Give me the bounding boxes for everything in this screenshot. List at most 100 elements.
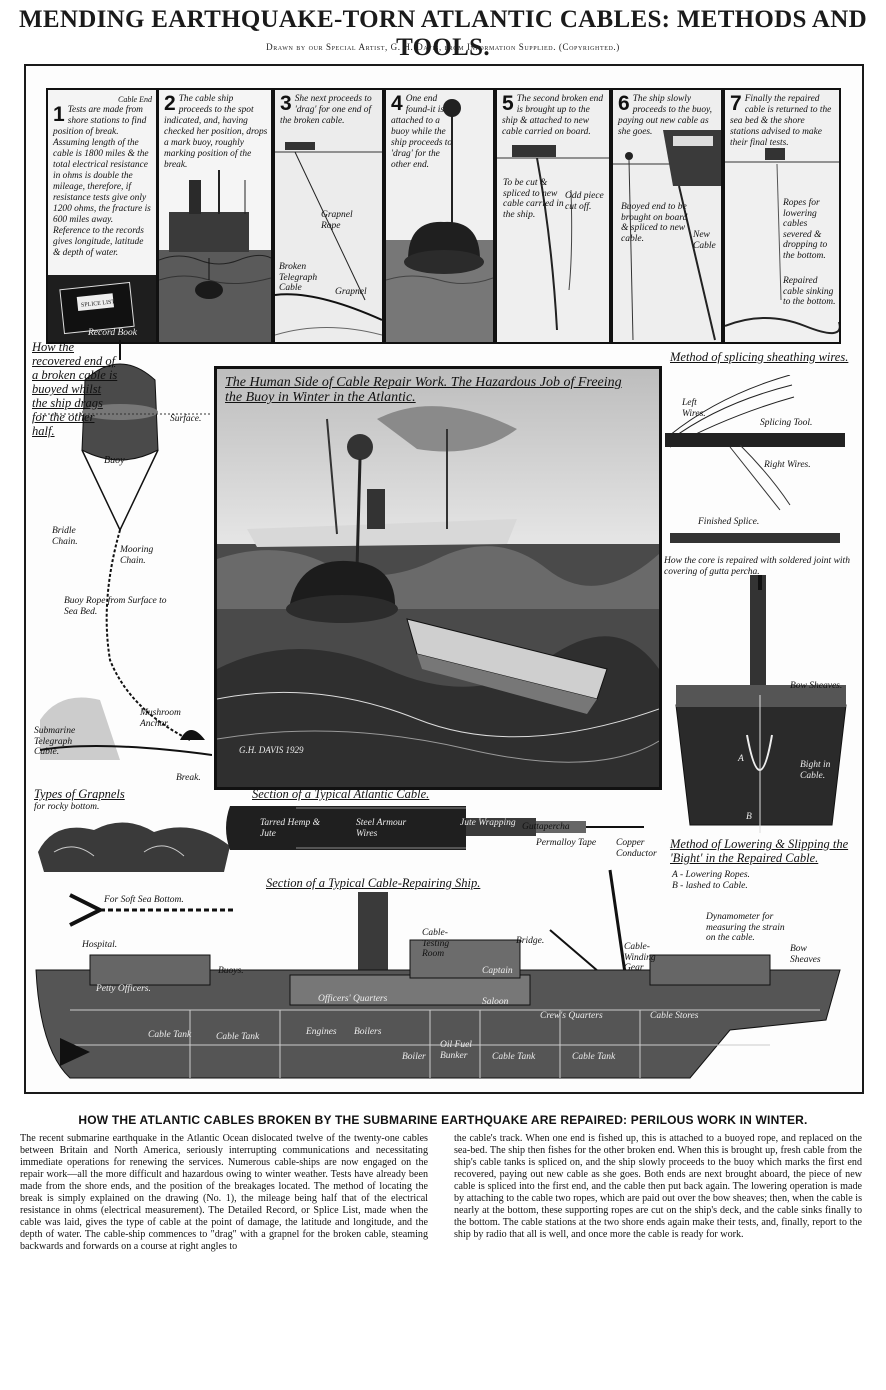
cable-tank-fore-label: Cable Tank [148, 1030, 192, 1040]
saloon-label: Saloon [482, 997, 509, 1007]
cable-section-heading: Section of a Typical Atlantic Cable. [252, 787, 430, 801]
cable-cross-section-drawing [226, 806, 644, 850]
ship-bow-diagram [675, 575, 847, 833]
step-panel-7: 7 Finally the repaired cable is returned… [723, 88, 841, 344]
copper-conductor-label: Copper Conductor [616, 838, 657, 859]
ropes-lowering-label: Ropes for lowering cables severed & drop… [783, 198, 828, 261]
engines-label: Engines [306, 1027, 337, 1037]
bow-sheaves-label: Bow Sheaves. [790, 681, 843, 691]
cable-tank-3-label: Cable Tank [492, 1052, 536, 1062]
bow-sheaves-ship-label: Bow Sheaves [790, 944, 821, 965]
right-wires-label: Right Wires. [764, 460, 811, 470]
soft-bottom-label: For Soft Sea Bottom. [104, 895, 184, 905]
splicing-tool-label: Splicing Tool. [760, 418, 813, 428]
petty-officers-label: Petty Officers. [96, 984, 151, 994]
lowering-ropes-legend: A - Lowering Ropes. [672, 870, 750, 880]
step-panel-5: 5 The second broken end is brought up to… [495, 88, 611, 344]
bight-label: Bight in Cable. [800, 760, 831, 781]
center-caption: The Human Side of Cable Repair Work. The… [225, 375, 622, 405]
page-title: MENDING EARTHQUAKE-TORN ATLANTIC CABLES:… [19, 6, 867, 61]
lashed-legend: B - lashed to Cable. [672, 881, 748, 891]
grapnels-subheading: for rocky bottom. [34, 802, 100, 812]
buoyed-end-heading: How the recovered end of a broken cable … [32, 340, 118, 438]
dragging-grapnel-illustration [275, 90, 382, 342]
splicing-heading: Method of splicing sheathing wires. [670, 350, 849, 364]
hemp-jute-label: Tarred Hemp & Jute [260, 818, 320, 839]
artist-signature: G.H. DAVIS 1929 [239, 745, 304, 755]
step-panel-4: 4 One end found-it is attached to a buoy… [384, 88, 495, 344]
left-wires-label: Left Wires. [682, 398, 706, 419]
buoy-label: Buoy [104, 455, 125, 466]
finished-splice-label: Finished Splice. [698, 517, 760, 527]
panel-4-text: One end found-it is attached to a buoy w… [391, 94, 453, 170]
rocky-grapnels-drawing [38, 822, 230, 872]
lowering-heading: Method of Lowering & Slipping the 'Bight… [670, 837, 849, 865]
step-panel-6: 6 The ship slowly proceeds to the buoy, … [611, 88, 723, 344]
cable-stores-label: Cable Stores [650, 1011, 699, 1021]
cable-ship-cutaway-drawing [35, 869, 841, 1079]
buoy-mooring-diagram [40, 340, 212, 760]
panel-3-text: She next proceeds to 'drag' for one end … [280, 94, 372, 126]
cable-ship-mark-buoy-illustration [159, 90, 271, 342]
broken-cable-label: Broken Telegraph Cable [279, 262, 318, 293]
permalloy-label: Permalloy Tape [536, 838, 597, 848]
panel-5-number: 5 [502, 92, 514, 115]
core-repair-label: How the core is repaired with soldered j… [664, 556, 850, 577]
cable-testing-label: Cable-Testing Room [422, 928, 450, 959]
panel-5-text: The second broken end is brought up to t… [502, 94, 604, 137]
boiler-label: Boiler [402, 1052, 426, 1062]
ship-section-heading: Section of a Typical Cable-Repairing Shi… [266, 876, 481, 890]
repaired-cable-label: Repaired cable sinking to the bottom. [783, 276, 836, 307]
panel-7-text: Finally the repaired cable is returned t… [730, 94, 832, 148]
crews-quarters-label: Crew's Quarters [540, 1011, 603, 1021]
bridle-chain-label: Bridle Chain. [52, 526, 78, 547]
buoy-rope-label: Buoy Rope from Surface to Sea Bed. [64, 596, 167, 617]
panel-2-number: 2 [164, 92, 176, 115]
panel-3-number: 3 [280, 92, 292, 115]
buoy-rescue-painting: The Human Side of Cable Repair Work. The… [214, 366, 662, 790]
panel-6-text: The ship slowly proceeds to the buoy, pa… [618, 94, 713, 137]
panel-1-corner: Cable End [118, 95, 152, 104]
surface-label: Surface. [170, 414, 202, 424]
grapnel-rope-label: Grapnel Rope [321, 210, 353, 231]
soft-bottom-grapnel-drawing [69, 893, 235, 927]
article-column-1: The recent submarine earthquake in the A… [20, 1133, 428, 1253]
officers-quarters-label: Officers' Quarters [318, 994, 388, 1004]
panel-4-number: 4 [391, 92, 403, 115]
article-column-2: the cable's track. When one end is fishe… [454, 1133, 862, 1241]
buoys-label: Buoys. [218, 966, 244, 976]
article-heading: HOW THE ATLANTIC CABLES BROKEN BY THE SU… [78, 1113, 808, 1127]
bridge-label: Bridge. [516, 936, 545, 946]
jute-wrapping-label: Jute Wrapping [460, 818, 516, 828]
new-cable-label: New Cable [693, 230, 716, 251]
stormy-sea-illustration [217, 369, 659, 787]
submarine-cable-label: Submarine Telegraph Cable. [34, 726, 76, 757]
to-be-cut-label: To be cut & spliced to new cable carried… [503, 178, 564, 220]
grapnel-label: Grapnel [335, 287, 367, 297]
captain-label: Captain [482, 966, 513, 976]
odd-piece-label: Odd piece cut off. [565, 191, 604, 212]
step-panel-3: 3 She next proceeds to 'drag' for one en… [273, 88, 384, 344]
paying-out-cable-illustration [613, 90, 721, 342]
splicing-new-cable-illustration [497, 90, 609, 342]
boilers-label: Boilers [354, 1027, 382, 1037]
splicing-diagram [665, 375, 845, 543]
guttapercha-label: Guttapercha [522, 822, 570, 832]
returning-cable-illustration [725, 90, 839, 342]
panel-2-text: The cable ship proceeds to the spot indi… [164, 94, 268, 170]
buoyed-end-label: Buoyed end to be brought on board & spli… [621, 202, 688, 244]
dynamometer-label: Dynamometer for measuring the strain on … [706, 912, 785, 943]
marker-b: B [746, 812, 752, 822]
oil-fuel-bunker-label: Oil Fuel Bunker [440, 1040, 472, 1061]
steel-armour-label: Steel Armour Wires [356, 818, 407, 839]
panel-1-text: Tests are made from shore stations to fi… [53, 105, 151, 258]
panel-6-number: 6 [618, 92, 630, 115]
panel-7-number: 7 [730, 92, 742, 115]
buoy-illustration [386, 90, 493, 342]
cable-winding-label: Cable-Winding Gear [624, 942, 656, 973]
break-label: Break. [176, 773, 201, 783]
record-book-illustration [48, 90, 156, 342]
hospital-label: Hospital. [82, 940, 118, 950]
step-panel-2: 2 The cable ship proceeds to the spot in… [157, 88, 273, 344]
record-book-caption: Record Book [88, 328, 137, 338]
